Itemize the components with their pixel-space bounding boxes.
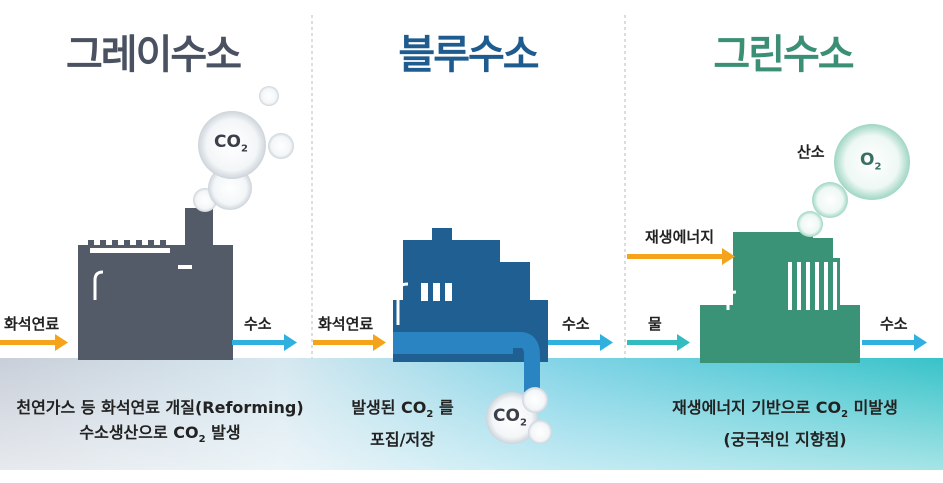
gray-description: 천연가스 등 화석연료 개질(Reforming) 수소생산으로 CO2 발생 <box>16 398 304 446</box>
blue-co2-bubble-label: CO2 <box>493 406 527 429</box>
blue-description: 발생된 CO2 를 포집/저장 <box>351 398 454 450</box>
green-energy-input-label: 재생에너지 <box>645 228 715 246</box>
blue-output-label: 수소 <box>562 315 590 333</box>
gray-factory-icon <box>78 208 233 360</box>
gray-input-label: 화석연료 <box>4 315 60 333</box>
green-factory-icon <box>700 232 860 363</box>
gray-co2-bubble-label: CO2 <box>214 132 248 155</box>
blue-hydrogen-title: 블루수소 <box>398 32 539 78</box>
green-description: 재생에너지 기반으로 CO2 미발생 (궁극적인 지향점) <box>672 398 898 450</box>
green-oxygen-label: 산소 <box>797 143 825 161</box>
blue-input-label: 화석연료 <box>318 315 374 333</box>
green-output-label: 수소 <box>880 315 908 333</box>
green-o2-bubble-label: O2 <box>860 150 882 173</box>
gray-hydrogen-title: 그레이수소 <box>66 32 242 78</box>
blue-factory-icon <box>393 228 548 392</box>
green-water-input-label: 물 <box>648 315 662 333</box>
green-hydrogen-title: 그린수소 <box>713 32 854 78</box>
gray-output-label: 수소 <box>244 315 272 333</box>
